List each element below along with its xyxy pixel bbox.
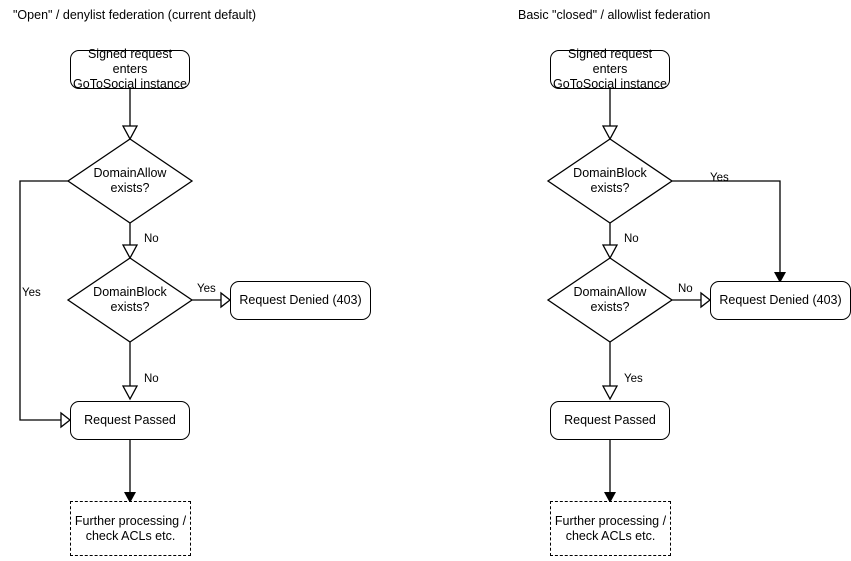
left-edge-label-allow-yes: Yes — [22, 287, 41, 299]
right-node-request-denied[interactable]: Request Denied (403) — [710, 281, 851, 320]
left-start-line1: Signed request enters — [87, 47, 173, 76]
arrowhead-open-left-5 — [60, 411, 72, 429]
arrowhead-open-left-3 — [220, 291, 232, 309]
left-node-request-passed[interactable]: Request Passed — [70, 401, 190, 440]
left-start-line2: GoToSocial instance — [73, 77, 187, 91]
right-decision-domainallow-shape — [546, 257, 674, 343]
left-decision-domainblock-shape — [66, 257, 194, 343]
left-edge-label-allow-no: No — [144, 233, 159, 245]
right-edge-label-block-no: No — [624, 233, 639, 245]
right-node-further-processing[interactable]: Further processing / check ACLs etc. — [550, 501, 671, 556]
arrowhead-open-right-1 — [601, 125, 619, 141]
arrowhead-open-right-2 — [601, 244, 619, 260]
arrowhead-open-left-2 — [121, 244, 139, 260]
left-edge-label-block-yes: Yes — [197, 283, 216, 295]
left-passed-label: Request Passed — [84, 413, 176, 427]
right-start-line1: Signed request enters — [567, 47, 653, 76]
left-node-start[interactable]: Signed request enters GoToSocial instanc… — [70, 47, 190, 91]
edge-right-block-yes — [672, 180, 781, 274]
right-decision-domainblock-shape — [546, 138, 674, 224]
left-further-line1: Further processing / — [74, 513, 187, 528]
right-edge-label-allow-yes: Yes — [624, 373, 643, 385]
arrowhead-solid-right-2 — [604, 492, 616, 503]
right-edge-label-allow-no: No — [678, 283, 693, 295]
right-denied-label: Request Denied (403) — [719, 293, 842, 307]
right-further-line2: check ACLs etc. — [565, 528, 656, 543]
edge-left-allow-yes — [19, 180, 68, 421]
arrowhead-open-left-4 — [121, 385, 139, 401]
arrowhead-solid-right-1 — [774, 272, 786, 283]
left-diagram-title: "Open" / denylist federation (current de… — [13, 8, 257, 22]
right-start-line2: GoToSocial instance — [553, 77, 667, 91]
left-decision-domainallow-shape — [66, 138, 194, 224]
left-node-further-processing[interactable]: Further processing / check ACLs etc. — [70, 501, 191, 556]
left-node-request-denied[interactable]: Request Denied (403) — [230, 281, 371, 320]
arrowhead-solid-left-1 — [124, 492, 136, 503]
left-further-line2: check ACLs etc. — [85, 528, 176, 543]
arrowhead-open-left-1 — [121, 125, 139, 141]
left-edge-label-block-no: No — [144, 373, 159, 385]
right-node-request-passed[interactable]: Request Passed — [550, 401, 670, 440]
left-denied-label: Request Denied (403) — [239, 293, 362, 307]
right-passed-label: Request Passed — [564, 413, 656, 427]
right-edge-label-block-yes: Yes — [710, 172, 729, 184]
arrowhead-open-right-3 — [700, 291, 712, 309]
right-diagram-title: Basic "closed" / allowlist federation — [518, 8, 711, 22]
right-further-line1: Further processing / — [554, 513, 667, 528]
arrowhead-open-right-4 — [601, 385, 619, 401]
right-node-start[interactable]: Signed request enters GoToSocial instanc… — [550, 47, 670, 91]
